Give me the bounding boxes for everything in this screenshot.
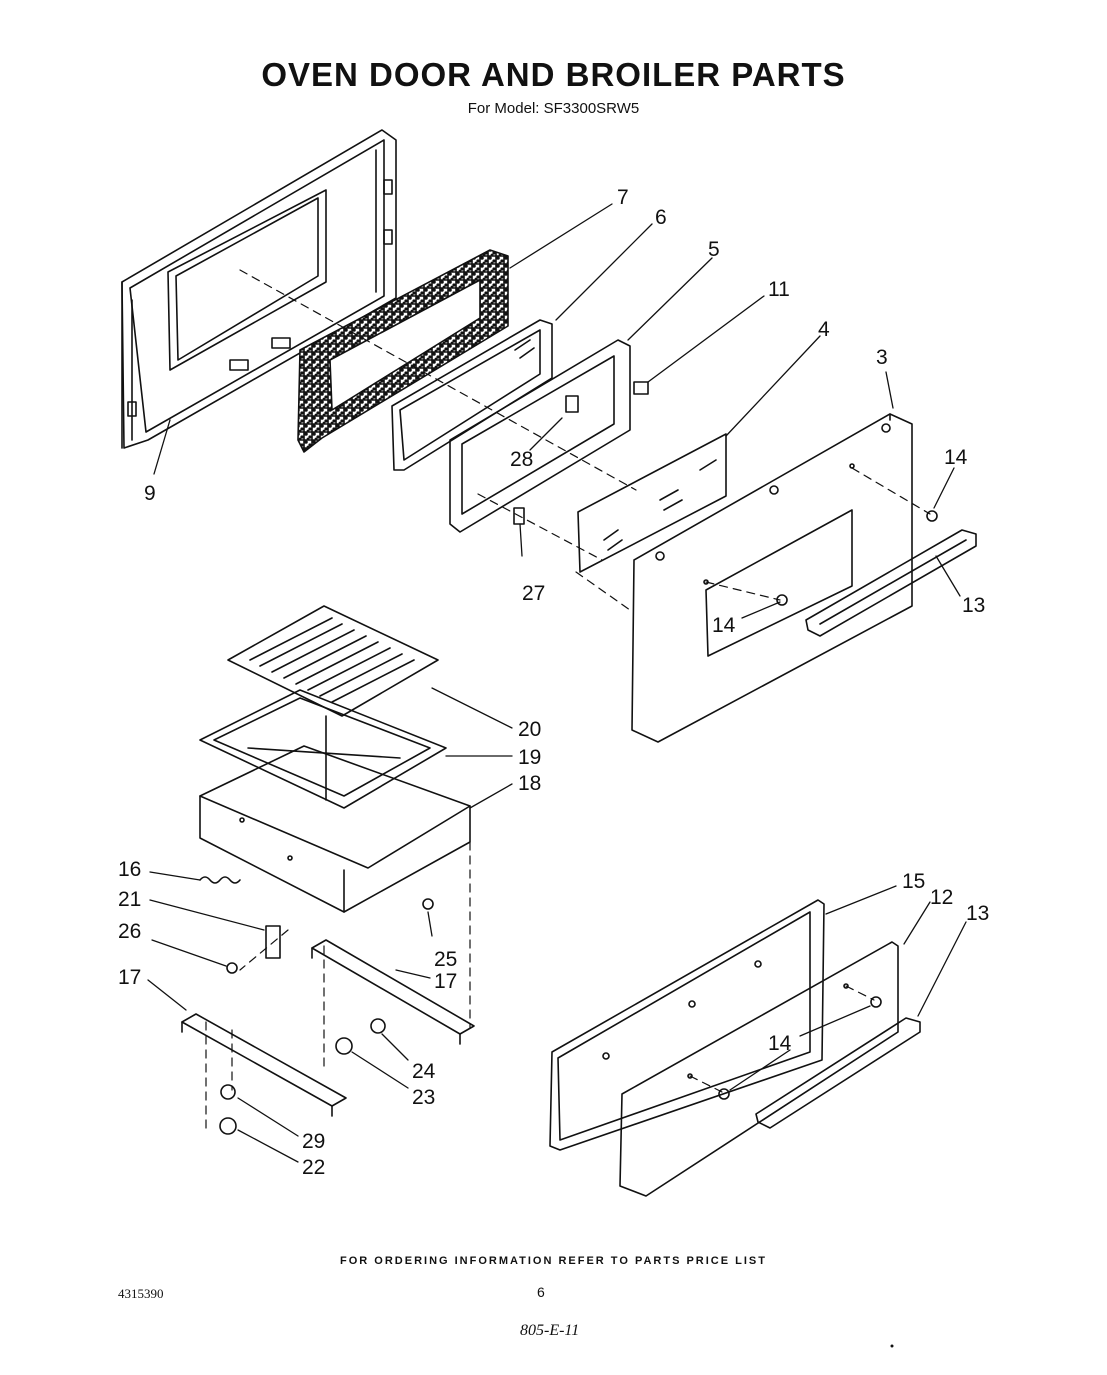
broiler-pan-insert	[199, 689, 447, 809]
page-number: 6	[537, 1284, 545, 1300]
window-glass-pack	[391, 319, 553, 471]
roller-icon	[219, 1117, 237, 1135]
callout-16: 16	[118, 858, 141, 881]
drawer-handle-trim	[755, 1017, 921, 1129]
outer-door-glass	[577, 433, 727, 573]
pin-icon	[422, 898, 434, 910]
callout-26: 26	[118, 920, 141, 943]
door-clip	[633, 381, 649, 395]
broiler-grid	[227, 605, 439, 717]
page-title: OVEN DOOR AND BROILER PARTS	[261, 56, 846, 93]
callout-21: 21	[118, 888, 141, 911]
latch-part	[265, 925, 281, 959]
leader-lines	[147, 687, 513, 1163]
alignment-lines	[689, 985, 875, 1093]
leader-lines	[153, 203, 961, 619]
callout-6: 6	[655, 206, 667, 229]
callout-29: 29	[302, 1130, 325, 1153]
speck-mark	[890, 1344, 894, 1348]
callout-23: 23	[412, 1086, 435, 1109]
fastener-icon	[718, 1088, 730, 1100]
fastener-icon	[776, 594, 788, 606]
callout-3: 3	[876, 346, 888, 369]
drawer-front-panel	[619, 941, 899, 1197]
fastener-icon	[870, 996, 882, 1008]
screw-icon	[226, 962, 238, 974]
callout-27: 27	[522, 582, 545, 605]
glide-icon	[220, 1084, 236, 1100]
callout-11: 11	[768, 278, 790, 301]
callout-12: 12	[930, 886, 953, 909]
callout-22: 22	[302, 1156, 325, 1179]
callout-4: 4	[818, 318, 830, 341]
door-handle-trim	[805, 529, 977, 637]
model-subtitle: For Model: SF3300SRW5	[467, 100, 640, 117]
door-gasket	[297, 249, 509, 453]
document-number: 4315390	[118, 1286, 164, 1301]
broiler-rail-upper	[311, 939, 475, 1045]
callout-7: 7	[617, 186, 629, 209]
callout-labels: 7 6 5 11 4 3 14 9 28 27 14 13 20 19 18 1…	[118, 186, 989, 1179]
callout-28: 28	[510, 448, 533, 471]
callout-15: 15	[902, 870, 925, 893]
callout-17: 17	[118, 966, 141, 989]
callout-9: 9	[144, 482, 156, 505]
callout-17: 17	[434, 970, 457, 993]
broiler-rail-lower	[181, 1013, 347, 1117]
inner-door-panel	[121, 129, 397, 449]
leader-lines	[729, 885, 967, 1091]
callout-14: 14	[768, 1032, 792, 1055]
roller-icon	[370, 1018, 386, 1034]
callout-13: 13	[962, 594, 985, 617]
callout-19: 19	[518, 746, 541, 769]
spring-part	[199, 876, 241, 884]
bumper-icon	[335, 1037, 353, 1055]
alignment-lines	[239, 269, 931, 611]
drawer-inner-panel	[549, 899, 825, 1151]
callout-18: 18	[518, 772, 541, 795]
outer-door-panel	[631, 413, 913, 743]
callout-20: 20	[518, 718, 541, 741]
callout-25: 25	[434, 948, 457, 971]
fastener-icon	[926, 510, 938, 522]
handwritten-note: 805-E-11	[520, 1322, 580, 1339]
callout-5: 5	[708, 238, 720, 261]
broiler-pan	[199, 745, 471, 913]
window-frame	[449, 339, 631, 533]
ordering-note: FOR ORDERING INFORMATION REFER TO PARTS …	[340, 1255, 767, 1267]
callout-24: 24	[412, 1060, 436, 1083]
alignment-lines	[205, 841, 471, 1135]
callout-14: 14	[944, 446, 968, 469]
callout-13: 13	[966, 902, 989, 925]
callout-14: 14	[712, 614, 736, 637]
